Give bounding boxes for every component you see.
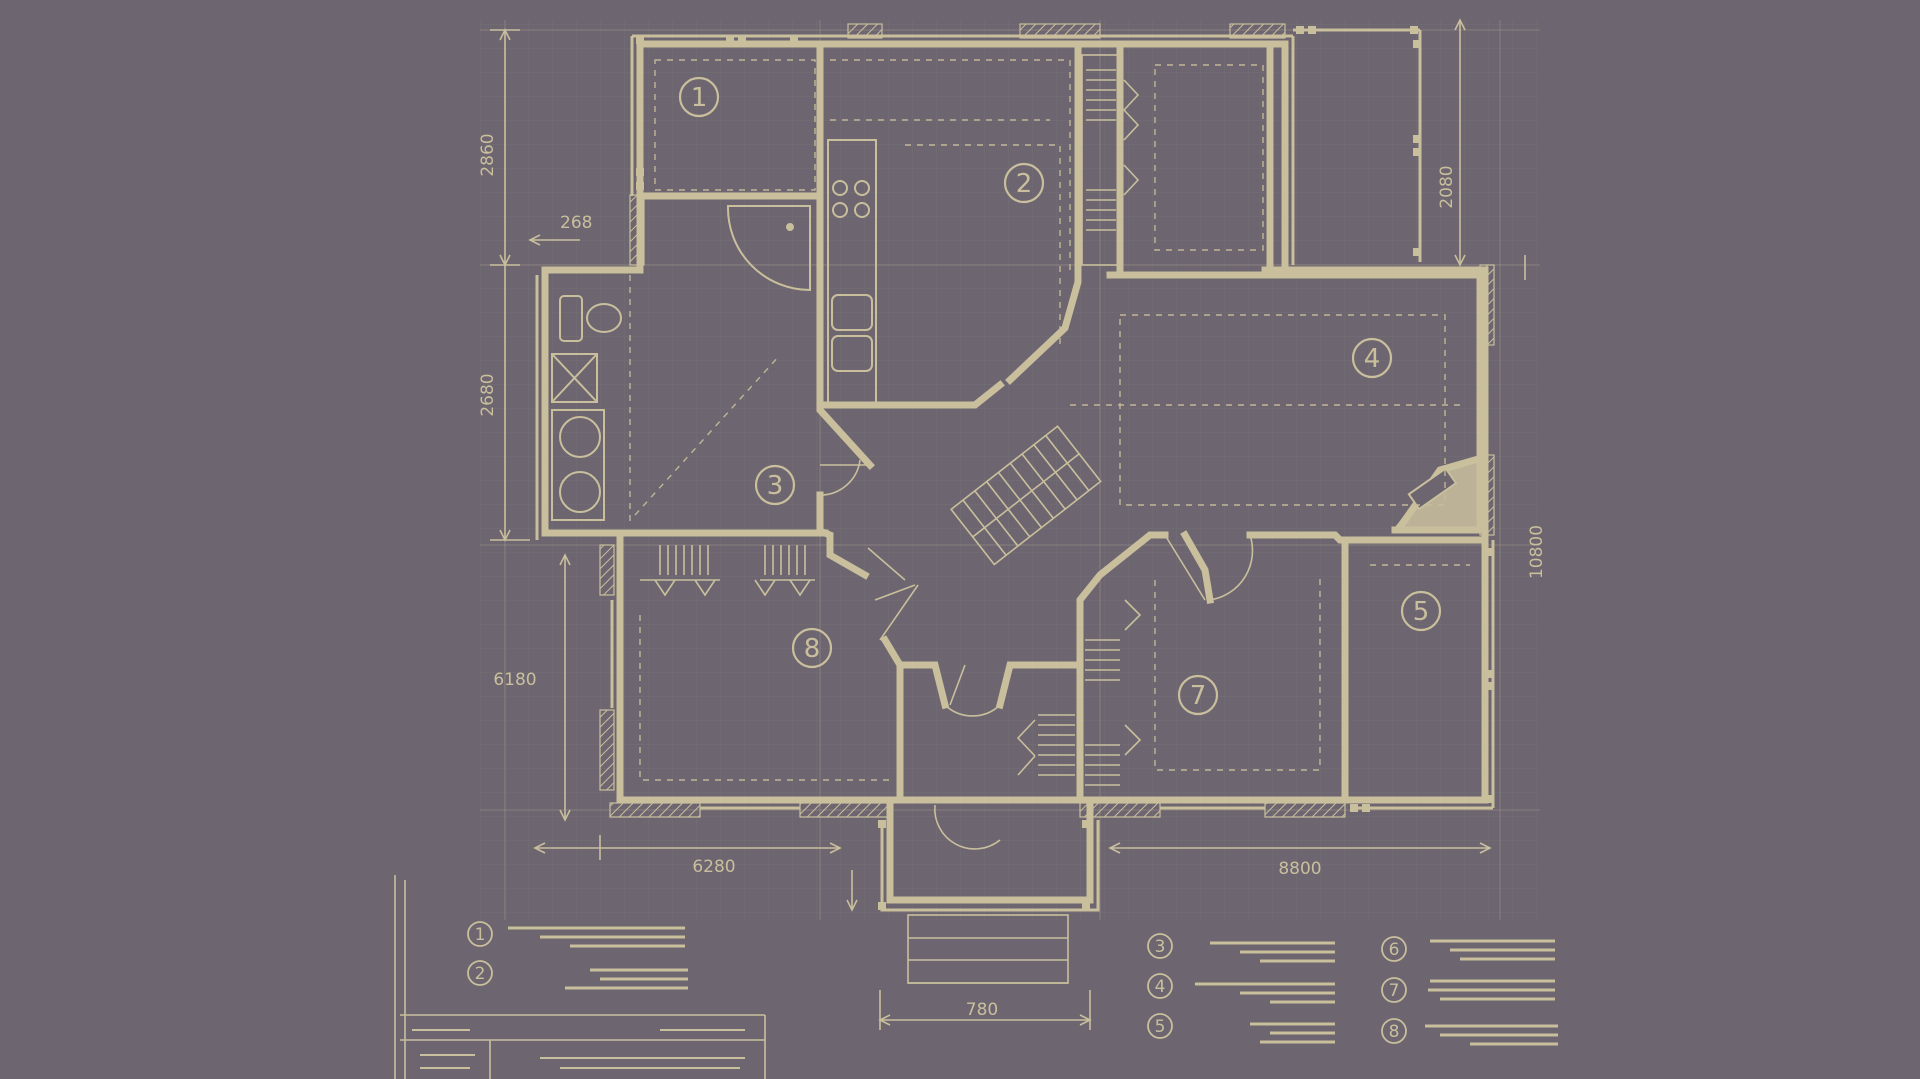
- svg-text:3: 3: [767, 471, 784, 501]
- room-label-5: 5: [1400, 590, 1442, 632]
- svg-text:4: 4: [1155, 977, 1166, 997]
- wardrobe-hangers: [640, 54, 1142, 786]
- dim-right-top: 2080: [1437, 165, 1457, 208]
- legend-item-1: 1: [467, 921, 685, 948]
- legend-item-3: 3: [1147, 933, 1335, 963]
- dim-bottom-right: 8800: [1278, 859, 1321, 879]
- kitchen-counter: [827, 139, 877, 406]
- window-marks: [636, 26, 1492, 910]
- room-label-4: 4: [1351, 337, 1393, 379]
- porch-steps: [907, 914, 1069, 984]
- room-label-2: 2: [1003, 162, 1045, 204]
- dim-left-top: 2860: [478, 133, 498, 176]
- dim-porch: 780: [966, 1000, 998, 1020]
- fireplace: [1395, 460, 1480, 527]
- doors: [819, 459, 1254, 850]
- room-label-8: 8: [791, 627, 833, 669]
- bathroom-fixtures: [551, 205, 811, 521]
- legend-item-5: 5: [1147, 1013, 1335, 1044]
- svg-text:7: 7: [1190, 681, 1207, 711]
- legend-item-6: 6: [1381, 936, 1555, 962]
- entrance-porch: [886, 796, 1094, 904]
- dim-right-overall: 10800: [1527, 525, 1547, 579]
- svg-text:6: 6: [1389, 940, 1400, 960]
- title-block-text-lines: [412, 1029, 745, 1069]
- dim-left-step: 268: [560, 213, 592, 233]
- svg-text:7: 7: [1389, 981, 1400, 1001]
- svg-text:3: 3: [1155, 937, 1166, 957]
- living-room-walls: [1106, 271, 1484, 534]
- dim-left-middle: 2680: [478, 373, 498, 416]
- svg-text:2: 2: [1016, 169, 1033, 199]
- svg-text:8: 8: [1389, 1022, 1400, 1042]
- svg-text:1: 1: [475, 925, 486, 945]
- legend-item-4: 4: [1147, 973, 1335, 1004]
- title-block: [394, 875, 766, 1079]
- svg-text:4: 4: [1364, 344, 1381, 374]
- svg-text:1: 1: [691, 83, 708, 113]
- svg-text:2: 2: [475, 964, 486, 984]
- porch-outline: [880, 820, 1100, 912]
- legend-item-7: 7: [1381, 977, 1555, 1003]
- svg-text:5: 5: [1155, 1017, 1166, 1037]
- room-label-1: 1: [678, 76, 720, 118]
- legend-item-2: 2: [467, 960, 688, 990]
- svg-text:8: 8: [804, 634, 821, 664]
- dashed-outlines: [629, 59, 1470, 781]
- room-label-3: 3: [754, 464, 796, 506]
- staircase: [950, 425, 1102, 566]
- legend-item-8: 8: [1381, 1018, 1558, 1046]
- dimension-lines: [490, 18, 1526, 1030]
- room-label-7: 7: [1177, 674, 1219, 716]
- dim-left-bottom: 6180: [493, 670, 536, 690]
- svg-text:5: 5: [1413, 597, 1430, 627]
- dim-bottom-left: 6280: [692, 857, 735, 877]
